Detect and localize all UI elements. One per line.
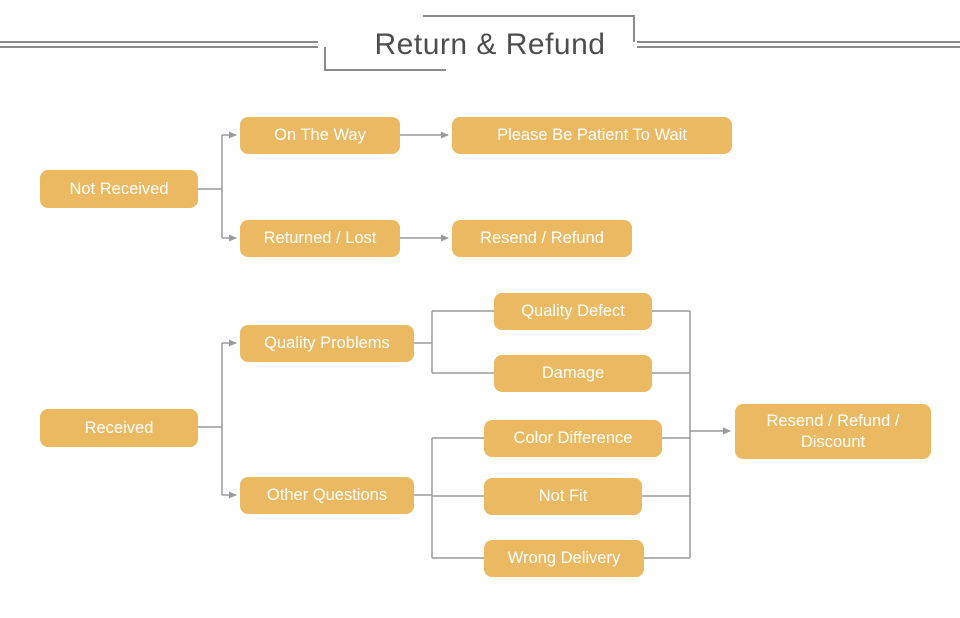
node-other-questions-label: Other Questions bbox=[266, 486, 388, 505]
node-wrong-delivery: Wrong Delivery bbox=[484, 540, 644, 577]
node-received: Received bbox=[40, 409, 198, 447]
node-on-the-way: On The Way bbox=[240, 117, 400, 154]
node-wrong-delivery-label: Wrong Delivery bbox=[507, 549, 621, 568]
node-not-fit-label: Not Fit bbox=[538, 487, 588, 506]
node-resend-refund: Resend / Refund bbox=[452, 220, 632, 257]
flow-connectors bbox=[198, 131, 731, 559]
node-received-label: Received bbox=[84, 418, 154, 437]
node-returned-lost-label: Returned / Lost bbox=[263, 229, 377, 248]
node-not-received: Not Received bbox=[40, 170, 198, 208]
node-be-patient: Please Be Patient To Wait bbox=[452, 117, 732, 154]
node-quality-defect: Quality Defect bbox=[494, 293, 652, 330]
node-final-outcome: Resend / Refund / Discount bbox=[735, 404, 931, 459]
node-quality-defect-label: Quality Defect bbox=[521, 302, 625, 321]
node-other-questions: Other Questions bbox=[240, 477, 414, 514]
node-damage-label: Damage bbox=[541, 364, 605, 383]
node-on-the-way-label: On The Way bbox=[274, 126, 366, 145]
node-returned-lost: Returned / Lost bbox=[240, 220, 400, 257]
node-quality-problems: Quality Problems bbox=[240, 325, 414, 362]
node-not-received-label: Not Received bbox=[69, 179, 169, 198]
page-title: Return & Refund bbox=[374, 28, 606, 61]
node-quality-problems-label: Quality Problems bbox=[264, 334, 390, 353]
node-final-outcome-label: Resend / Refund / Discount bbox=[766, 411, 900, 451]
node-resend-refund-label: Resend / Refund bbox=[480, 229, 604, 248]
node-damage: Damage bbox=[494, 355, 652, 392]
node-color-difference: Color Difference bbox=[484, 420, 662, 457]
node-be-patient-label: Please Be Patient To Wait bbox=[497, 126, 687, 145]
node-not-fit: Not Fit bbox=[484, 478, 642, 515]
header-decoration bbox=[0, 15, 960, 71]
node-color-difference-label: Color Difference bbox=[513, 429, 633, 448]
